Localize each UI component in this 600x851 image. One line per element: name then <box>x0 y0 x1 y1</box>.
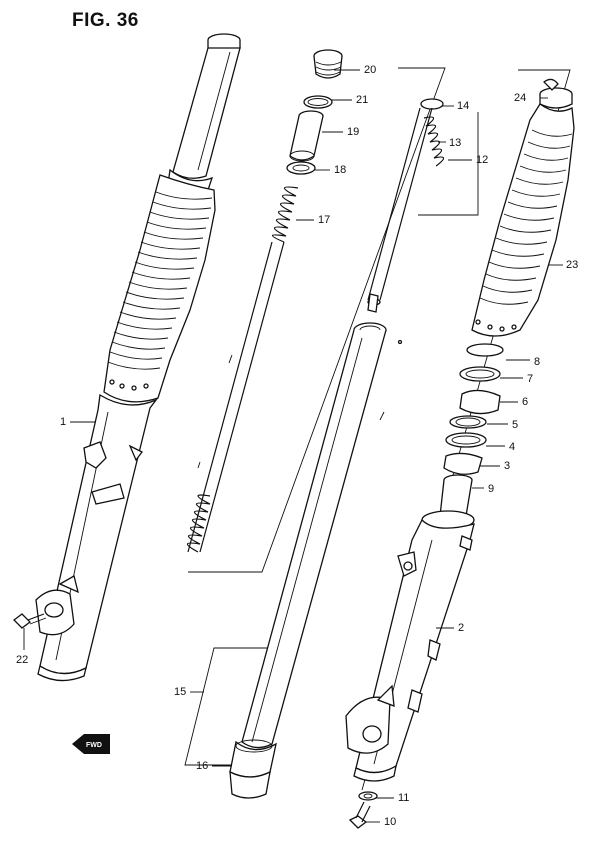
left-outer-tube <box>35 393 158 682</box>
part-label-22: 22 <box>16 654 29 666</box>
part-label-3: 3 <box>504 460 511 472</box>
spacer-tube <box>289 110 324 162</box>
part-label-18: 18 <box>334 164 347 176</box>
part-label-9: 9 <box>488 483 495 495</box>
part-label-23: 23 <box>566 259 579 271</box>
left-fork-boot <box>103 174 216 403</box>
right-outer-tube <box>345 510 475 782</box>
part-label-14: 14 <box>457 100 470 112</box>
part-label-20: 20 <box>364 64 377 76</box>
fork-spring <box>186 186 299 553</box>
part-label-8: 8 <box>534 356 541 368</box>
left-axle-bolt <box>13 613 47 629</box>
part-label-19: 19 <box>347 126 360 138</box>
part-label-10: 10 <box>384 816 397 828</box>
part-label-5: 5 <box>512 419 519 431</box>
misc-mark <box>397 339 403 345</box>
fwd-text: FWD <box>86 742 102 749</box>
bottom-gasket <box>358 791 378 801</box>
part-label-24: 24 <box>514 92 527 104</box>
right-fork-boot <box>471 103 575 337</box>
left-fork-tube <box>167 33 241 193</box>
part-label-6: 6 <box>522 396 529 408</box>
right-fork-seals <box>443 343 504 475</box>
part-label-21: 21 <box>356 94 369 106</box>
part-label-2: 2 <box>458 622 465 634</box>
part-label-7: 7 <box>527 373 534 385</box>
part-label-15: 15 <box>174 686 187 698</box>
part-label-17: 17 <box>318 214 331 226</box>
figure-title: FIG. 36 <box>72 10 139 31</box>
right-fork-tube-top <box>539 78 573 109</box>
part-label-4: 4 <box>509 441 516 453</box>
misc-mark-2 <box>379 411 385 421</box>
part-label-12: 12 <box>476 154 489 166</box>
damper-rod <box>367 98 445 313</box>
oil-lock-piece <box>229 739 277 799</box>
callout-leaders <box>23 69 563 823</box>
fork-cap-bolt <box>313 49 343 79</box>
spring-seat <box>286 161 316 175</box>
o-ring <box>303 95 333 109</box>
part-label-1: 1 <box>60 416 67 428</box>
cylinder-tube <box>241 322 387 749</box>
part-label-11: 11 <box>398 792 410 804</box>
fwd-arrow-icon: FWD <box>72 734 110 754</box>
part-label-13: 13 <box>449 137 462 149</box>
part-label-16: 16 <box>196 760 209 772</box>
bottom-bolt <box>348 801 371 829</box>
